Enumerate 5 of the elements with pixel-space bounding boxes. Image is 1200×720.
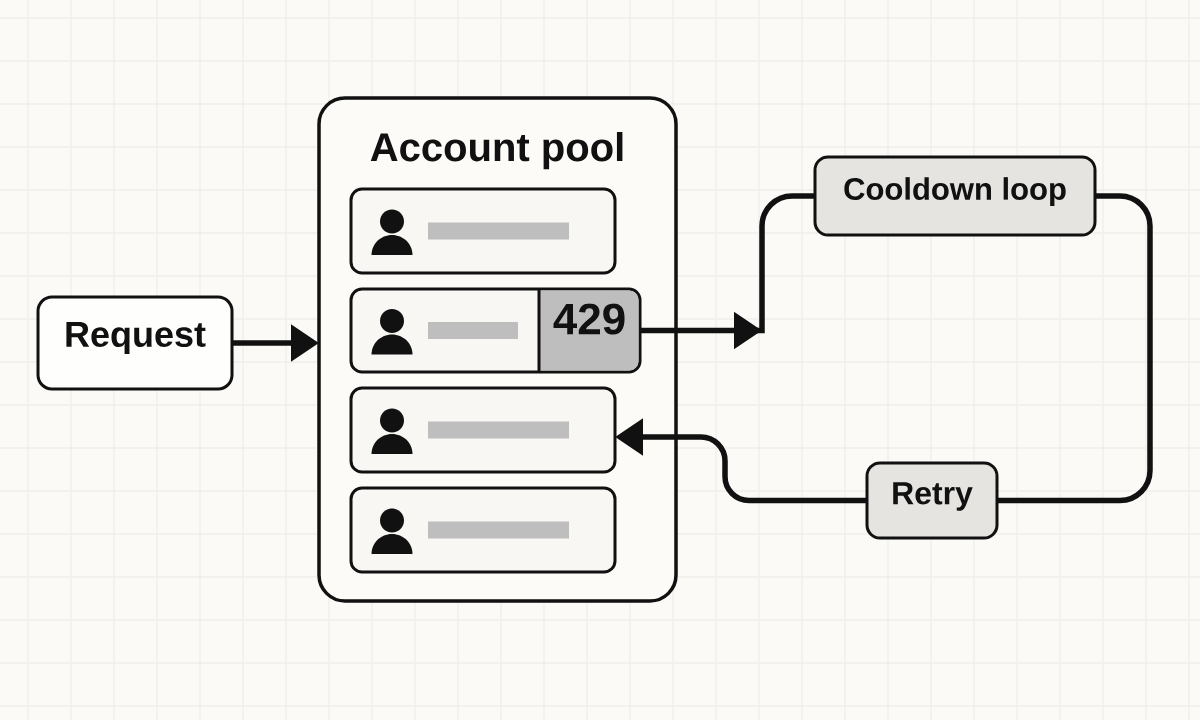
process-box: Retry [865, 461, 999, 540]
connector-line [997, 193, 1153, 504]
process-box: Request [36, 295, 234, 391]
status-code-cell: 429 [537, 289, 639, 372]
process-box: Cooldown loop [813, 155, 1097, 237]
